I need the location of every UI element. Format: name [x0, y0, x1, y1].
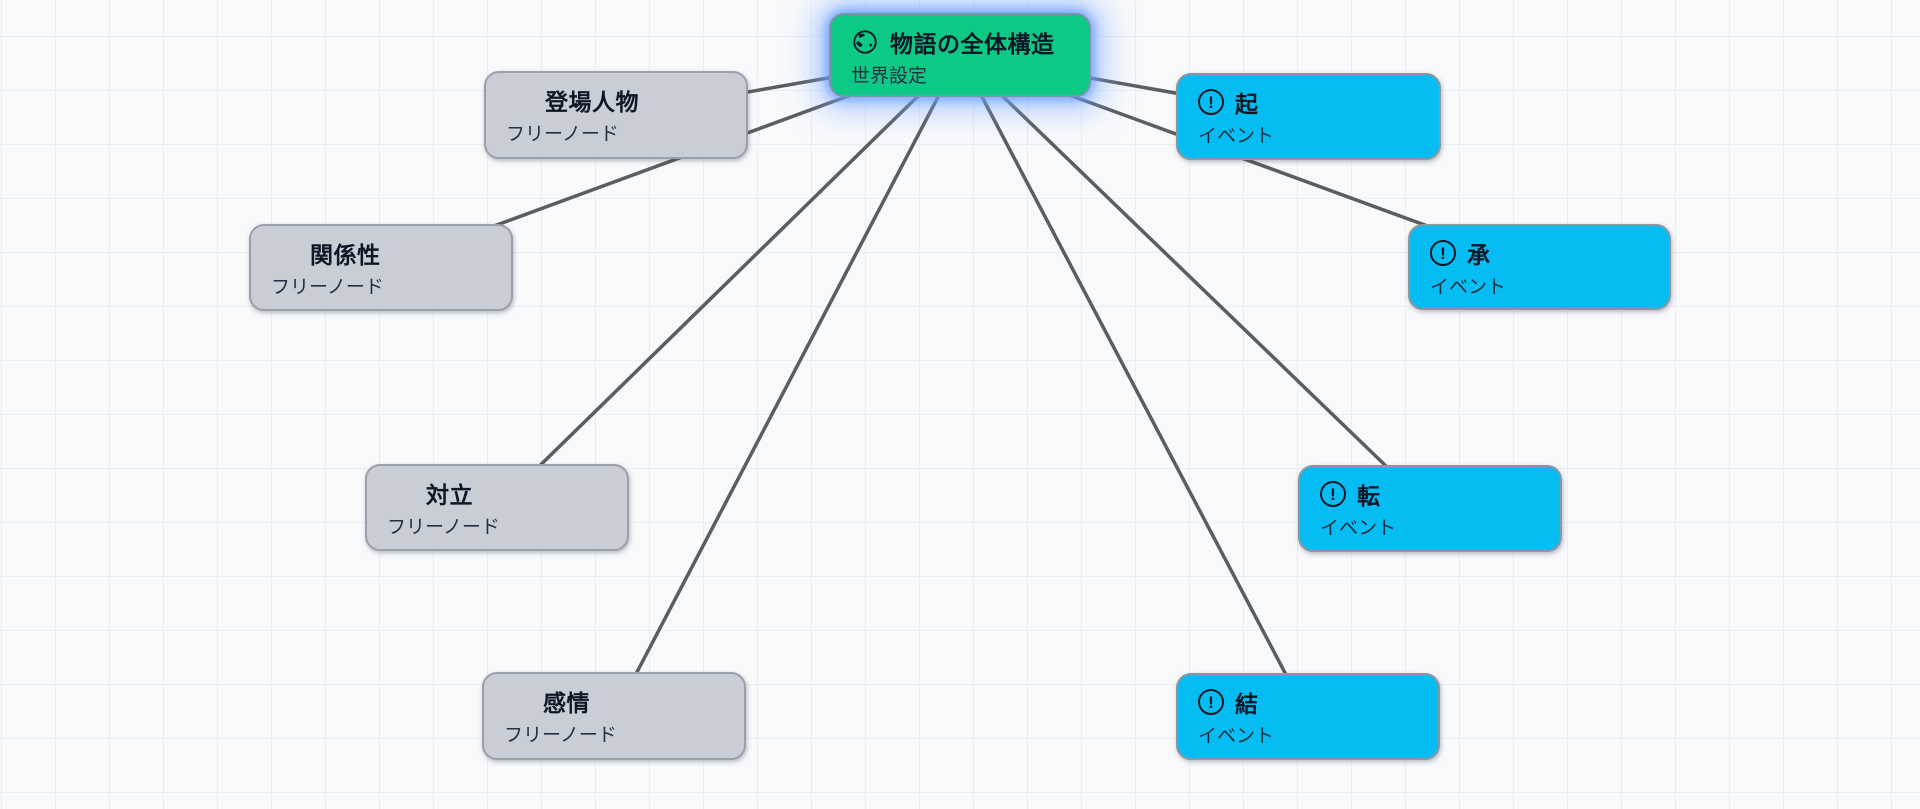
node-subtitle: フリーノード	[506, 124, 619, 145]
mindmap-node-relation[interactable]: ! 関係性 フリーノード	[249, 224, 513, 311]
edge-root-conflict	[495, 53, 962, 510]
edge-root-ketsu	[958, 53, 1310, 719]
node-title: 対立	[426, 482, 473, 508]
node-subtitle: フリーノード	[387, 517, 500, 538]
node-title-row: ! 関係性	[271, 238, 491, 268]
node-title-row: ! 転	[1320, 479, 1540, 509]
mindmap-node-root[interactable]: ! 物語の全体構造 世界設定	[829, 13, 1091, 97]
edge-root-emotion	[612, 53, 962, 718]
node-subtitle: イベント	[1198, 726, 1275, 747]
node-subtitle: 世界設定	[851, 66, 928, 87]
node-title-row: ! 感情	[504, 686, 724, 716]
node-title: 物語の全体構造	[890, 31, 1055, 57]
mindmap-node-conflict[interactable]: ! 対立 フリーノード	[365, 464, 629, 551]
edge-root-ten	[958, 53, 1432, 511]
mindmap-node-ten[interactable]: ! 転 イベント	[1298, 465, 1562, 552]
node-subtitle: イベント	[1320, 518, 1397, 539]
node-title-row: ! 承	[1430, 238, 1649, 268]
exclamation-icon: !	[1430, 240, 1456, 266]
node-title-row: ! 起	[1198, 87, 1419, 117]
node-subtitle: イベント	[1430, 277, 1507, 298]
mindmap-node-sho[interactable]: ! 承 イベント	[1408, 224, 1671, 310]
exclamation-icon: !	[1198, 89, 1224, 115]
exclamation-icon: !	[1320, 481, 1346, 507]
node-title: 登場人物	[545, 89, 639, 115]
globe-icon	[851, 28, 879, 56]
mindmap-node-ketsu[interactable]: ! 結 イベント	[1176, 673, 1440, 760]
mindmap-node-characters[interactable]: ! 登場人物 フリーノード	[484, 71, 748, 159]
mindmap-node-emotion[interactable]: ! 感情 フリーノード	[482, 672, 746, 760]
node-title: 関係性	[310, 242, 381, 268]
node-subtitle: イベント	[1198, 126, 1275, 147]
node-title: 感情	[543, 690, 590, 716]
node-title: 転	[1357, 483, 1381, 509]
node-title-row: ! 対立	[387, 478, 607, 508]
mindmap-node-ki[interactable]: ! 起 イベント	[1176, 73, 1441, 160]
exclamation-icon: !	[1198, 689, 1224, 715]
node-title-row: ! 結	[1198, 687, 1418, 717]
node-title: 起	[1235, 91, 1259, 117]
node-subtitle: フリーノード	[271, 277, 384, 298]
node-title-row: ! 登場人物	[506, 85, 726, 115]
node-title: 結	[1235, 691, 1259, 717]
node-title: 承	[1467, 242, 1491, 268]
node-subtitle: フリーノード	[504, 725, 617, 746]
node-title-row: ! 物語の全体構造	[851, 27, 1069, 57]
